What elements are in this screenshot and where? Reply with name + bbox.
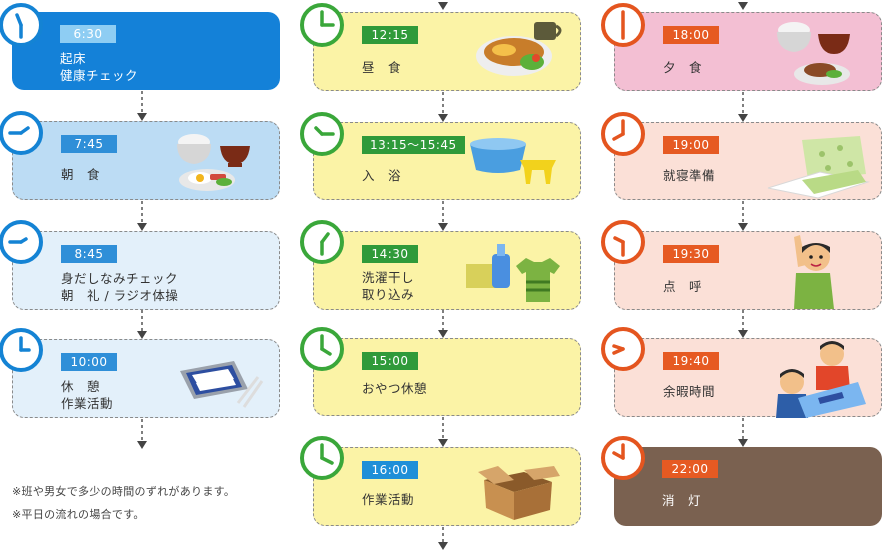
- activity-label: 就寝準備: [663, 168, 716, 183]
- arrow-down-icon: [738, 92, 748, 122]
- activity-label: 身だしなみチェック 朝 礼 / ラジオ体操: [61, 271, 179, 303]
- activity-label: 点 呼: [663, 279, 703, 294]
- time-badge: 7:45: [61, 135, 117, 153]
- time-badge: 10:00: [61, 353, 117, 371]
- activity-label: 洗濯干し 取り込み: [362, 270, 415, 302]
- dinner-icon: [777, 22, 850, 85]
- tray-icon: [180, 361, 264, 408]
- clock-icon: [0, 111, 43, 155]
- arrow-down-icon: [137, 91, 147, 121]
- time-badge: 13:15～15:45: [362, 136, 465, 154]
- arrow-down-icon: [738, 2, 748, 10]
- arrow-down-icon: [438, 310, 448, 338]
- bath-icon: [470, 138, 556, 184]
- activity-label: 起床 健康チェック: [60, 51, 139, 83]
- activity-label: おやつ休憩: [362, 381, 428, 396]
- arrow-down-icon: [738, 418, 748, 447]
- time-badge: 18:00: [663, 26, 719, 44]
- activity-label: 入 浴: [362, 168, 402, 183]
- time-badge: 19:40: [663, 352, 719, 370]
- arrow-down-icon: [438, 2, 448, 10]
- time-badge: 16:00: [362, 461, 418, 479]
- arrow-down-icon: [438, 92, 448, 122]
- time-badge: 14:30: [362, 245, 418, 263]
- clock-icon: [601, 327, 645, 371]
- schedule-card-2200: 22:00 消 灯: [614, 447, 882, 526]
- activity-label: 夕 食: [663, 60, 703, 75]
- schedule-card-1500: 15:00 おやつ休憩: [313, 338, 581, 416]
- activity-label: 朝 食: [61, 167, 101, 182]
- clock-icon: [300, 327, 344, 371]
- clock-icon: [300, 112, 344, 156]
- clock-icon: [601, 3, 645, 47]
- reading-icon: [776, 341, 866, 418]
- activity-label: 消 灯: [662, 493, 702, 508]
- time-badge: 8:45: [61, 245, 117, 263]
- clock-icon: [300, 220, 344, 264]
- schedule-card-0630: 6:30 起床 健康チェック: [12, 12, 280, 90]
- time-badge: 22:00: [662, 460, 718, 478]
- clock-icon: [601, 220, 645, 264]
- time-badge: 15:00: [362, 352, 418, 370]
- time-badge: 12:15: [362, 26, 418, 44]
- clock-icon: [300, 3, 344, 47]
- activity-label: 作業活動: [362, 492, 415, 507]
- clock-icon: [0, 220, 43, 264]
- arrow-down-icon: [438, 201, 448, 231]
- clock-icon: [601, 436, 645, 480]
- clock-icon: [0, 3, 43, 47]
- schedule-card-1930: 19:30 点 呼: [614, 231, 882, 310]
- arrow-down-icon: [438, 527, 448, 550]
- raise-hand-icon: [794, 235, 834, 309]
- activity-label: 休 憩 作業活動: [61, 379, 114, 411]
- arrow-down-icon: [137, 201, 147, 231]
- arrow-down-icon: [738, 310, 748, 338]
- arrow-down-icon: [137, 310, 147, 339]
- time-badge: 6:30: [60, 25, 116, 43]
- time-badge: 19:30: [663, 245, 719, 263]
- arrow-down-icon: [738, 201, 748, 231]
- arrow-down-icon: [137, 419, 147, 449]
- lunch-icon: [476, 22, 562, 76]
- futon-icon: [767, 136, 870, 199]
- schedule-card-0845: 8:45 身だしなみチェック 朝 礼 / ラジオ体操: [12, 231, 280, 310]
- activity-label: 余暇時間: [663, 384, 716, 399]
- breakfast-icon: [177, 134, 250, 191]
- arrow-down-icon: [438, 417, 448, 447]
- clock-icon: [0, 328, 43, 372]
- box-icon: [478, 466, 560, 520]
- time-badge: 19:00: [663, 136, 719, 154]
- clock-icon: [601, 112, 645, 156]
- note-weekday: ※平日の流れの場合です。: [12, 508, 145, 521]
- clock-icon: [300, 436, 344, 480]
- activity-label: 昼 食: [362, 60, 402, 75]
- laundry-icon: [466, 244, 560, 302]
- note-time-variance: ※班や男女で多少の時間のずれがあります。: [12, 485, 236, 498]
